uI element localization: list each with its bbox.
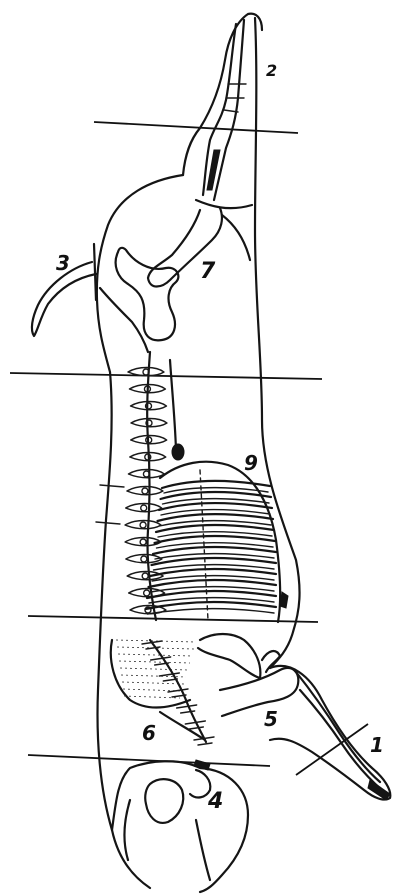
rib (147, 591, 276, 598)
spinal-column-inner (170, 360, 176, 450)
hatch-line (120, 668, 188, 670)
hatch-line (118, 654, 192, 656)
ribs (146, 481, 277, 614)
vertebra-center (140, 539, 146, 545)
hatch-line (119, 661, 190, 663)
vertebra-center (141, 505, 147, 511)
label-2: 2 (266, 61, 277, 80)
carcass-outline-neck (196, 200, 252, 208)
neck-vertebra (185, 721, 205, 729)
label-7: 7 (200, 259, 216, 284)
label-3: 3 (56, 251, 70, 275)
label-1: 1 (370, 733, 384, 757)
kidney-fat (172, 444, 184, 460)
vertebra-center (142, 573, 148, 579)
lower-leg-stub-2 (196, 820, 210, 880)
cut-line-4 (28, 755, 270, 766)
neck-vertebra (142, 641, 162, 649)
vertebra-center (142, 488, 148, 494)
hatch-line (122, 682, 184, 684)
back-tick-1 (100, 485, 124, 487)
carcass-outline-top-shank (183, 14, 262, 175)
rump-fat (222, 215, 250, 260)
cut-line-2 (10, 373, 322, 379)
cut-mark-lower (194, 760, 210, 770)
rib (150, 569, 276, 576)
vertebra-center (141, 556, 147, 562)
vertebra-center (140, 522, 146, 528)
rib-inner (148, 609, 275, 614)
rib (153, 547, 276, 554)
rib-end-mark (280, 592, 288, 608)
hind-shank-bone-2 (214, 20, 244, 200)
neck-vertebra (168, 689, 188, 697)
rib (146, 602, 277, 609)
vertebra-center (144, 590, 150, 596)
carcass-outline-belly (255, 18, 300, 668)
rib (156, 525, 274, 532)
back-tick-2 (96, 522, 120, 524)
scapula (198, 634, 260, 678)
cut-line-3 (28, 616, 318, 622)
label-9: 9 (244, 451, 258, 475)
neck-vertebra (177, 705, 197, 713)
shoulder-blade-lower (145, 779, 183, 823)
label-6: 6 (142, 721, 156, 745)
vertebrae (125, 368, 167, 614)
label-5: 5 (264, 707, 278, 731)
lower-leg-stub (124, 800, 130, 860)
hind-shank-bone (203, 24, 236, 195)
rib (152, 558, 277, 565)
rib (155, 536, 276, 543)
tail-marker (94, 244, 96, 300)
humerus (220, 668, 298, 716)
pelvis (116, 248, 179, 341)
rib (149, 580, 277, 587)
label-4: 4 (207, 789, 223, 814)
neck-vertebra (151, 657, 171, 665)
hatch-line (121, 675, 186, 677)
cut-line-1 (94, 122, 298, 133)
